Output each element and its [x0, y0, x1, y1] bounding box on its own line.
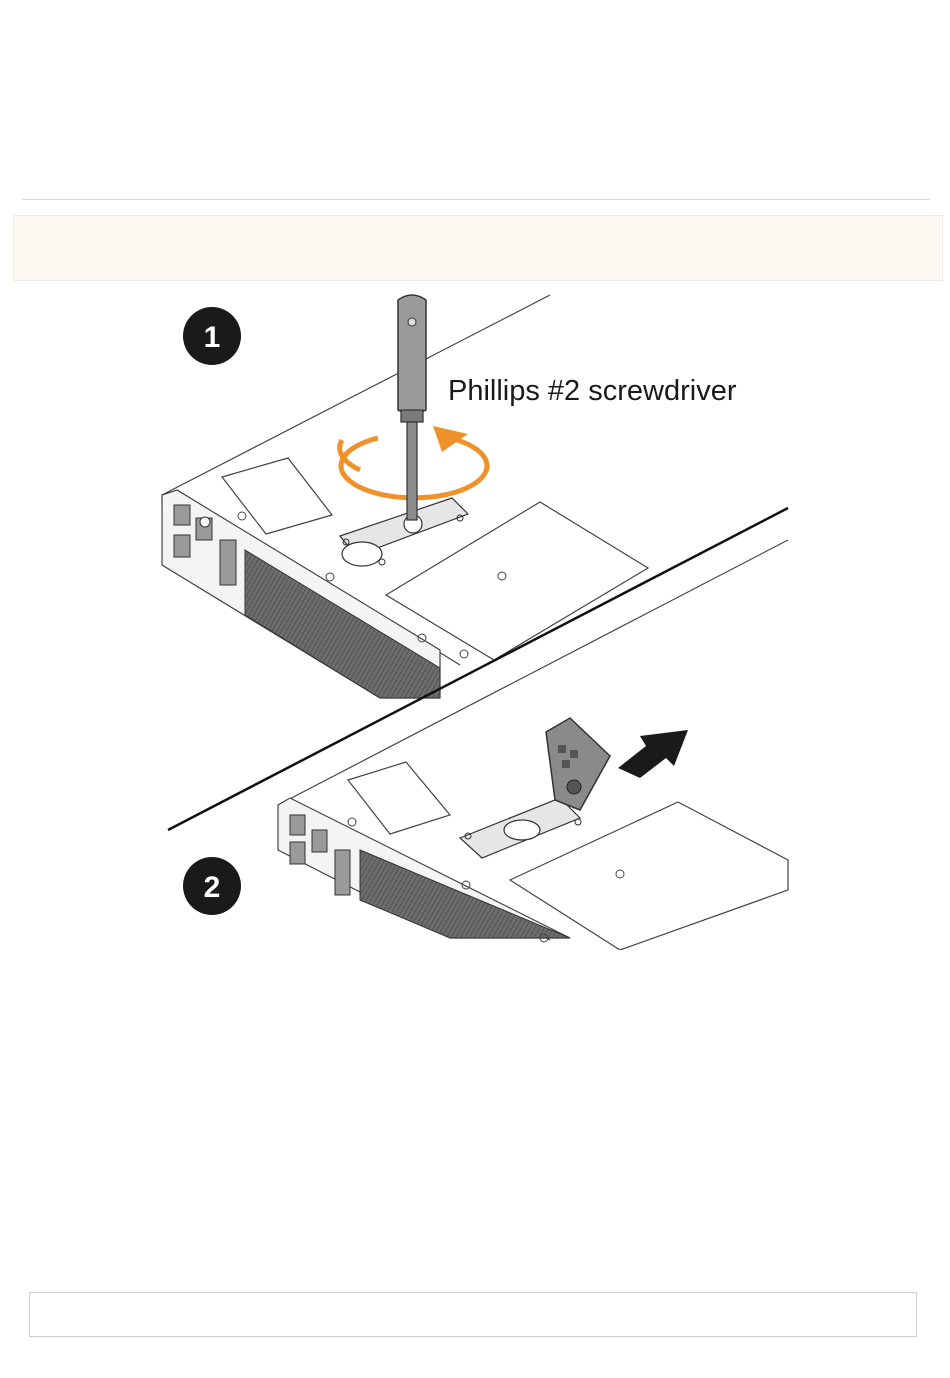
- note-band: [13, 215, 943, 281]
- step-2-number: 2: [204, 871, 221, 904]
- tool-label: Phillips #2 screwdriver: [448, 375, 737, 407]
- step-2-badge: 2: [183, 857, 241, 915]
- procedure-figure: 1 Phillips #2 screwdriver: [150, 290, 800, 950]
- screwdriver-icon: [398, 295, 426, 520]
- step-1-badge: 1: [183, 307, 241, 365]
- push-arrow-icon: [618, 730, 688, 778]
- footer-box: [29, 1292, 917, 1337]
- step-1-number: 1: [204, 321, 221, 354]
- step-1-illustration: 1 Phillips #2 screwdriver: [162, 295, 737, 698]
- top-divider: [22, 199, 930, 200]
